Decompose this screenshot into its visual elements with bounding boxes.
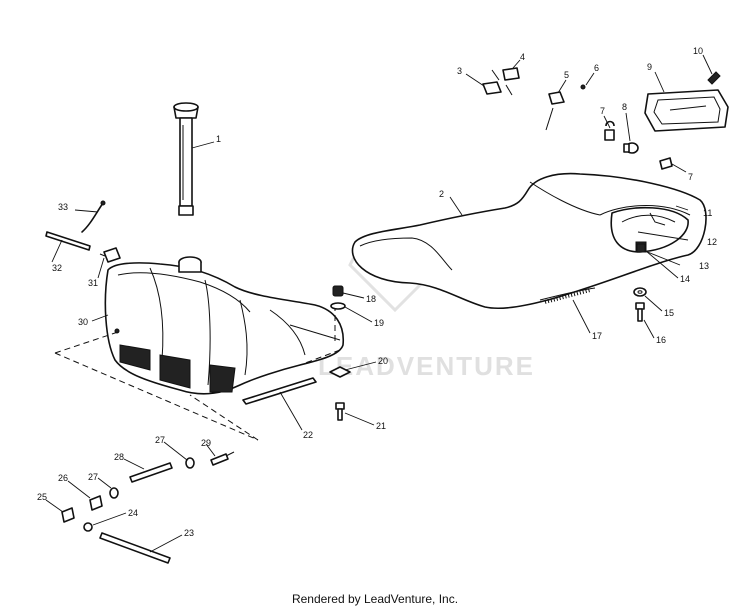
clamp-part-27a[interactable] — [185, 457, 195, 469]
clip-part-4[interactable] — [502, 67, 520, 96]
callout-27b: 27 — [88, 472, 98, 482]
clamp-part-24[interactable] — [83, 522, 93, 532]
nut-part-18[interactable] — [332, 285, 344, 297]
callout-22: 22 — [303, 430, 313, 440]
callout-13: 13 — [699, 261, 709, 271]
callout-3: 3 — [457, 66, 462, 76]
bulb-part-7b[interactable] — [659, 157, 673, 170]
callouts: 1 2 3 4 5 6 7 7 8 9 10 11 12 13 14 15 16… — [37, 46, 717, 538]
callout-7b: 7 — [688, 172, 693, 182]
callout-12: 12 — [707, 237, 717, 247]
plate-part-20[interactable] — [329, 366, 351, 378]
callout-6: 6 — [594, 63, 599, 73]
callout-9: 9 — [647, 62, 652, 72]
washer-part-15[interactable] — [633, 287, 647, 297]
bolt-part-16[interactable] — [635, 302, 645, 322]
hose-part-28[interactable] — [129, 462, 173, 483]
callout-32: 32 — [52, 263, 62, 273]
callout-24: 24 — [128, 508, 138, 518]
callout-23: 23 — [184, 528, 194, 538]
taillight-part-9[interactable] — [644, 89, 729, 132]
callout-16: 16 — [656, 335, 666, 345]
callout-25: 25 — [37, 492, 47, 502]
strip-part-22[interactable] — [242, 377, 317, 405]
seat-base-part-17[interactable] — [539, 287, 596, 304]
callout-19: 19 — [374, 318, 384, 328]
callout-30: 30 — [78, 317, 88, 327]
callout-14: 14 — [680, 274, 690, 284]
seat-part-2[interactable] — [351, 172, 707, 310]
clip-part-3[interactable] — [482, 69, 502, 95]
callout-33: 33 — [58, 202, 68, 212]
fitting-part-26[interactable] — [89, 495, 103, 511]
fuel-sender-part-1[interactable] — [173, 102, 199, 216]
callout-4: 4 — [520, 52, 525, 62]
watermark-text: LEADVENTURE — [318, 351, 535, 381]
callout-27a: 27 — [155, 435, 165, 445]
hose-part-23[interactable] — [99, 532, 171, 564]
callout-5: 5 — [564, 70, 569, 80]
bracket-part-5[interactable] — [545, 91, 565, 131]
callout-7a: 7 — [600, 106, 605, 116]
callout-2: 2 — [439, 189, 444, 199]
screw-part-6[interactable] — [580, 84, 586, 90]
washer-part-19[interactable] — [330, 302, 346, 310]
callout-11: 11 — [703, 208, 712, 218]
callout-10: 10 — [693, 46, 703, 56]
callout-15: 15 — [664, 308, 674, 318]
callout-29: 29 — [201, 438, 211, 448]
footer-credit: Rendered by LeadVenture, Inc. — [291, 592, 459, 606]
callout-26: 26 — [58, 473, 68, 483]
clamp-part-27b[interactable] — [109, 487, 119, 499]
bolt-part-21[interactable] — [335, 402, 345, 421]
callout-17: 17 — [592, 331, 602, 341]
tank-outline-dashed — [54, 305, 341, 441]
callout-31: 31 — [88, 278, 98, 288]
callout-20: 20 — [378, 356, 388, 366]
fuel-tank-part-30[interactable] — [104, 256, 344, 395]
callout-1: 1 — [216, 134, 221, 144]
wire-part-33[interactable] — [81, 200, 106, 233]
bulb-part-7a[interactable] — [604, 120, 615, 141]
screw-part-10[interactable] — [707, 71, 721, 85]
fitting-part-29[interactable] — [210, 451, 235, 466]
bulb-part-8[interactable] — [623, 142, 639, 154]
leader-lines — [45, 54, 713, 553]
fitting-part-25[interactable] — [61, 507, 75, 523]
fitting-part-31[interactable] — [99, 247, 121, 263]
callout-21: 21 — [376, 421, 386, 431]
callout-8: 8 — [622, 102, 627, 112]
nut-part-14[interactable] — [636, 243, 646, 253]
callout-18: 18 — [366, 294, 376, 304]
callout-28: 28 — [114, 452, 124, 462]
watermark: LEADVENTURE — [318, 242, 535, 381]
rod-part-32[interactable] — [45, 231, 91, 251]
